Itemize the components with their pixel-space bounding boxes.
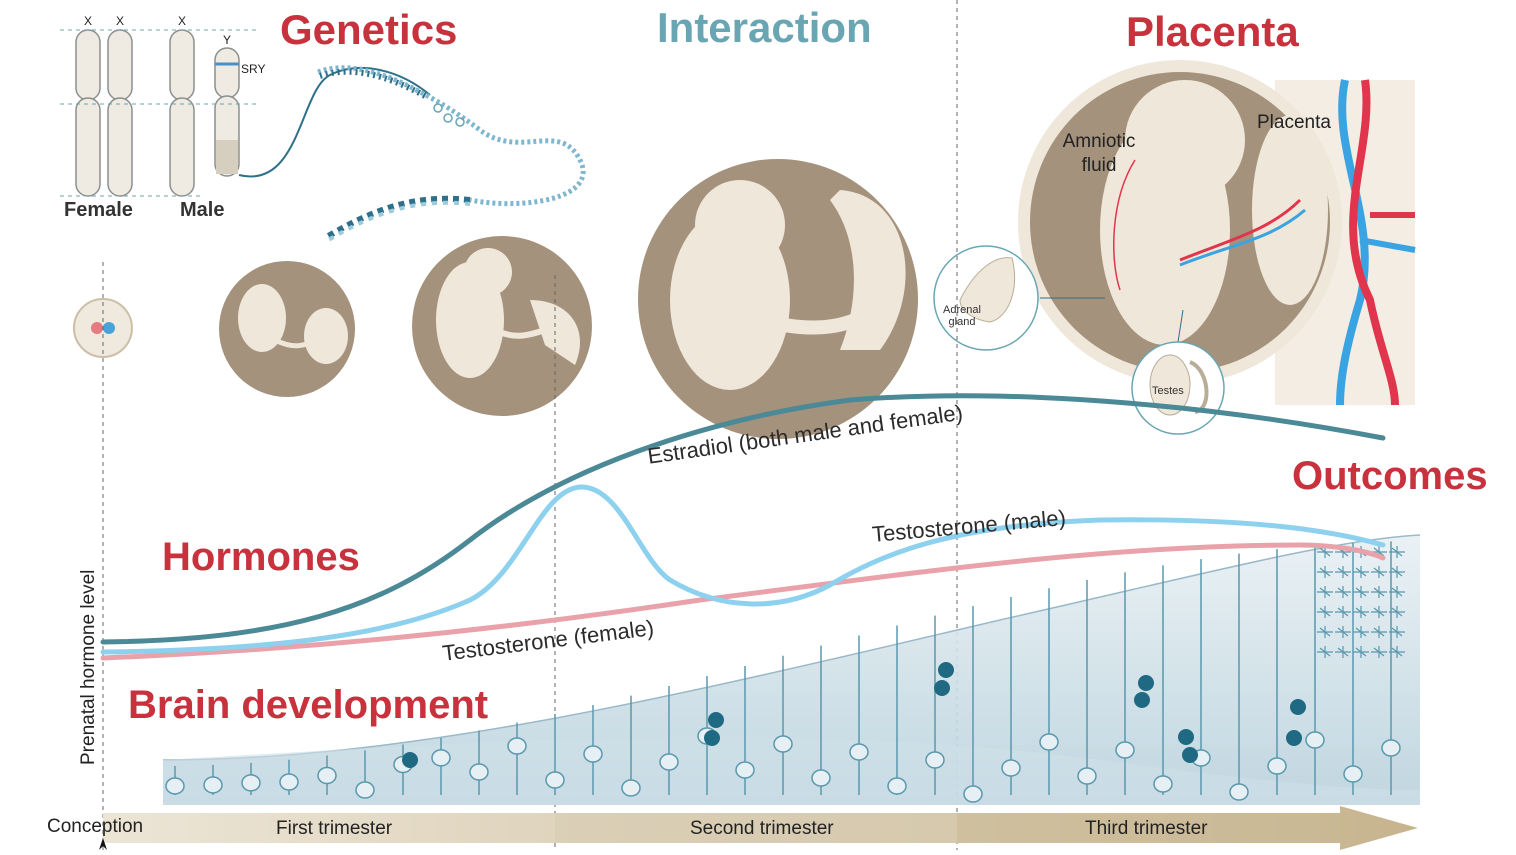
glial-cell <box>1371 566 1387 578</box>
glial-cell <box>1353 626 1369 638</box>
brain-development-band <box>162 534 1421 805</box>
glial-cell <box>1371 626 1387 638</box>
neuron-cell-body <box>963 785 983 803</box>
neuron-cell-body <box>545 771 565 789</box>
fetus-stage-3 <box>638 159 918 439</box>
neuron-cell-body <box>849 743 869 761</box>
adrenal-gland-label: Adrenal gland <box>943 304 981 328</box>
neuron-cell-icons <box>402 662 1306 768</box>
chromosome-diagram: X X X Y SRY <box>60 14 265 197</box>
outcomes-heading: Outcomes <box>1292 454 1488 498</box>
glial-cell <box>1353 646 1369 658</box>
neuron-cell-body <box>469 763 489 781</box>
sry-gene-label: SRY <box>241 62 265 76</box>
neuron-cell-body <box>811 769 831 787</box>
neuron-cell-body <box>659 753 679 771</box>
chromosome-x-label: X <box>84 14 92 28</box>
neuron-cell-body <box>1305 731 1325 749</box>
neuron-cell-body <box>1343 765 1363 783</box>
interaction-heading: Interaction <box>657 4 872 51</box>
glial-cell <box>1371 586 1387 598</box>
chromosome-x-label: X <box>178 14 186 28</box>
glial-cell <box>1317 606 1333 618</box>
neuron-cell-body <box>1229 783 1249 801</box>
testosterone-male-curve <box>100 484 1386 655</box>
embryo-stage-2 <box>412 236 592 416</box>
glial-cell <box>1335 626 1351 638</box>
glial-cell <box>1371 646 1387 658</box>
neuron-cell-body <box>1001 759 1021 777</box>
trimester-dividers <box>102 0 958 850</box>
trimester-label: Third trimester <box>1085 818 1208 839</box>
neuron-cell-body <box>925 751 945 769</box>
hormone-curves <box>100 393 1386 661</box>
neuron-cell-body <box>1115 741 1135 759</box>
neuron-cell-body <box>1039 733 1059 751</box>
glial-cell <box>1353 606 1369 618</box>
neuron-cell-body <box>431 749 451 767</box>
glial-cell <box>1317 626 1333 638</box>
trimester-label: Second trimester <box>690 818 834 839</box>
hormones-heading: Hormones <box>162 535 360 579</box>
brain-development-heading: Brain development <box>128 683 489 727</box>
embryo-stage-1 <box>219 261 355 397</box>
glial-cell <box>1335 646 1351 658</box>
neuron-cell-body <box>203 776 223 794</box>
glial-cell <box>1335 606 1351 618</box>
neuron-cell-body <box>887 777 907 795</box>
neuron-cell-body <box>1267 757 1287 775</box>
neuron-cell-body <box>583 745 603 763</box>
chromosome-y-label: Y <box>223 33 231 47</box>
glial-cell <box>1353 586 1369 598</box>
glial-cell <box>1389 566 1405 578</box>
neuron-cell-body <box>1153 775 1173 793</box>
glial-cell <box>1389 646 1405 658</box>
placenta-label: Placenta <box>1257 112 1331 133</box>
neuron-cell-body <box>507 737 527 755</box>
glial-cell <box>1389 626 1405 638</box>
neuron-cell-body <box>773 735 793 753</box>
timeline-arrow <box>99 806 1418 850</box>
neuron-cell-body <box>1381 739 1401 757</box>
dna-strand-icon <box>238 65 586 244</box>
glial-cell <box>1389 606 1405 618</box>
neuron-cell-body <box>1077 767 1097 785</box>
glial-cell <box>1317 566 1333 578</box>
placenta-heading: Placenta <box>1126 8 1299 55</box>
adrenal-gland-inset <box>933 245 1105 351</box>
neuron-cell-body <box>317 766 337 785</box>
female-label: Female <box>64 199 133 221</box>
neuron-cell-body <box>621 779 641 797</box>
neuron-cell-body <box>279 773 299 791</box>
glial-cell <box>1371 606 1387 618</box>
neuron-cell-body <box>241 774 261 792</box>
amniotic-fluid-label: Amniotic fluid <box>1062 131 1136 176</box>
conception-label: Conception <box>47 816 144 837</box>
genetics-heading: Genetics <box>280 6 458 53</box>
glial-cell <box>1335 586 1351 598</box>
neuron-cell-body <box>355 781 375 799</box>
trimester-label: First trimester <box>276 818 393 839</box>
glial-cell <box>1389 586 1405 598</box>
male-label: Male <box>180 199 225 221</box>
neuron-cell-body <box>735 761 755 779</box>
glial-cell <box>1335 566 1351 578</box>
glial-cell <box>1317 586 1333 598</box>
y-axis-label: Prenatal hormone level <box>78 569 99 765</box>
testes-label: Testes <box>1152 385 1184 397</box>
testosterone-female-curve <box>100 542 1386 661</box>
placenta-illustration <box>1018 60 1416 406</box>
estradiol-curve <box>100 393 1386 645</box>
glial-cell <box>1389 546 1405 558</box>
glial-cell <box>1353 566 1369 578</box>
neuron-cell-body <box>165 777 185 795</box>
glial-cell <box>1317 646 1333 658</box>
chromosome-x-label: X <box>116 14 124 28</box>
